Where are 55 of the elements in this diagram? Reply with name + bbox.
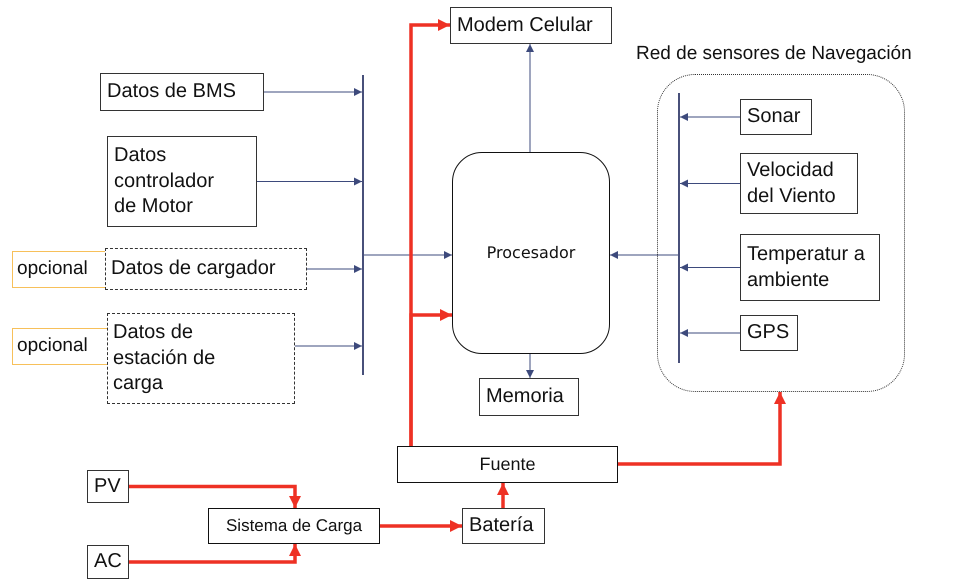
- box-label: Datos de estación de carga: [113, 320, 216, 396]
- process-box: [740, 153, 858, 214]
- optional-tag: [12, 251, 106, 288]
- process-box: [87, 545, 129, 579]
- optional-data-box: [107, 313, 295, 404]
- box-label: Modem Celular: [457, 12, 593, 38]
- arrow: [680, 180, 740, 188]
- process-box: [87, 470, 129, 503]
- box-label: Velocidad del Viento: [747, 158, 837, 208]
- box-label: Datos controlador de Motor: [114, 143, 216, 220]
- process-box: [107, 136, 257, 227]
- arrow: [497, 483, 509, 508]
- process-box: [208, 508, 380, 544]
- box-label: Batería: [469, 513, 534, 538]
- arrow: [129, 484, 301, 508]
- box-label: opcional: [17, 334, 88, 358]
- group-heading: Red de sensores de Navegación: [636, 43, 912, 65]
- box-label: Datos de cargador: [111, 256, 276, 282]
- optional-tag: [12, 328, 108, 365]
- process-box: [100, 73, 264, 111]
- arrow: [409, 309, 452, 446]
- box-label: AC: [94, 549, 122, 574]
- arrow: [680, 113, 740, 121]
- arrow: [618, 392, 786, 466]
- box-label: Fuente: [479, 452, 536, 476]
- process-box: [397, 446, 618, 483]
- optional-data-box: [105, 248, 307, 290]
- arrow: [306, 265, 362, 273]
- box-label: Sistema de Carga: [226, 515, 362, 537]
- arrow: [526, 44, 534, 152]
- box-label: GPS: [747, 320, 790, 346]
- arrow: [680, 264, 740, 272]
- process-box: [740, 315, 798, 351]
- arrow: [610, 251, 678, 259]
- process-box: [462, 508, 545, 544]
- arrow: [680, 329, 740, 337]
- process-box: [450, 7, 612, 44]
- box-label: Procesador: [486, 242, 576, 264]
- arrow: [264, 88, 362, 96]
- box-label: PV: [94, 474, 121, 499]
- arrow: [380, 520, 462, 532]
- box-label: Temperatur a ambiente: [747, 242, 865, 292]
- arrow: [526, 354, 534, 378]
- box-label: Sonar: [747, 104, 800, 130]
- arrow: [129, 544, 301, 564]
- box-label: Datos de BMS: [107, 79, 236, 104]
- box-label: opcional: [17, 257, 88, 282]
- processor-box: [452, 152, 610, 354]
- arrow: [256, 178, 362, 186]
- box-label: Memoria: [486, 384, 564, 410]
- arrow: [364, 251, 452, 259]
- arrow: [294, 342, 362, 350]
- process-box: [479, 378, 579, 416]
- process-box: [740, 234, 880, 301]
- process-box: [740, 99, 812, 135]
